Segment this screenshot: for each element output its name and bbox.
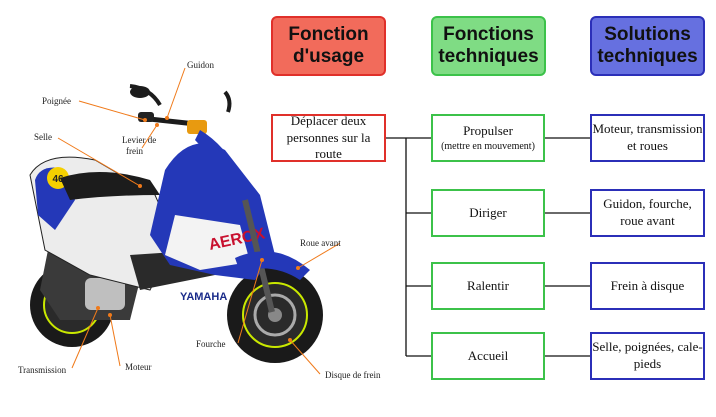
usage-box: Déplacer deux personnes sur la route [271,112,386,162]
header-solutions-techniques: Solutions techniques [590,16,705,76]
solution-box-2: Guidon, fourche, roue avant [590,189,705,237]
function-label: Diriger [469,204,507,220]
function-box-accueil: Accueil [431,332,545,380]
label-disque: Disque de frein [325,370,381,380]
header-fonction-usage: Fonction d'usage [271,16,386,76]
solution-text: Frein à disque [610,277,685,293]
header-fonctions-techniques: Fonctions techniques [431,16,546,76]
usage-text: Déplacer deux personnes sur la route [286,112,371,162]
function-label: Propulser [463,123,513,139]
function-sublabel: (mettre en mouvement) [441,140,535,152]
race-number: 46 [52,174,64,185]
scooter-illustration: 46 AEROX YAMAHA [29,67,340,375]
solution-box-1: Moteur, transmission et roues [590,114,705,162]
function-label: Ralentir [467,277,509,293]
solution-text: Selle, poignées, cale-pieds [592,339,703,371]
solution-box-4: Selle, poignées, cale-pieds [590,332,705,380]
label-selle: Selle [34,132,52,142]
function-label: Accueil [467,347,509,363]
solution-text: Moteur, transmission et roues [592,121,703,153]
function-box-ralentir: Ralentir [431,262,545,310]
function-box-diriger: Diriger [431,189,545,237]
label-fourche: Fourche [196,339,226,349]
label-poignee: Poignée [42,96,71,106]
label-levier-1: Levier de [122,135,157,145]
label-levier-2: frein [126,146,143,156]
label-moteur: Moteur [125,362,152,372]
function-box-propulser: Propulser (mettre en mouvement) [431,114,545,162]
solution-text: Guidon, fourche, roue avant [603,196,692,228]
solution-box-3: Frein à disque [590,262,705,310]
label-roue-avant: Roue avant [300,238,341,248]
label-transmission: Transmission [18,365,67,375]
label-guidon: Guidon [187,60,214,70]
brand-logo: YAMAHA [180,291,227,303]
